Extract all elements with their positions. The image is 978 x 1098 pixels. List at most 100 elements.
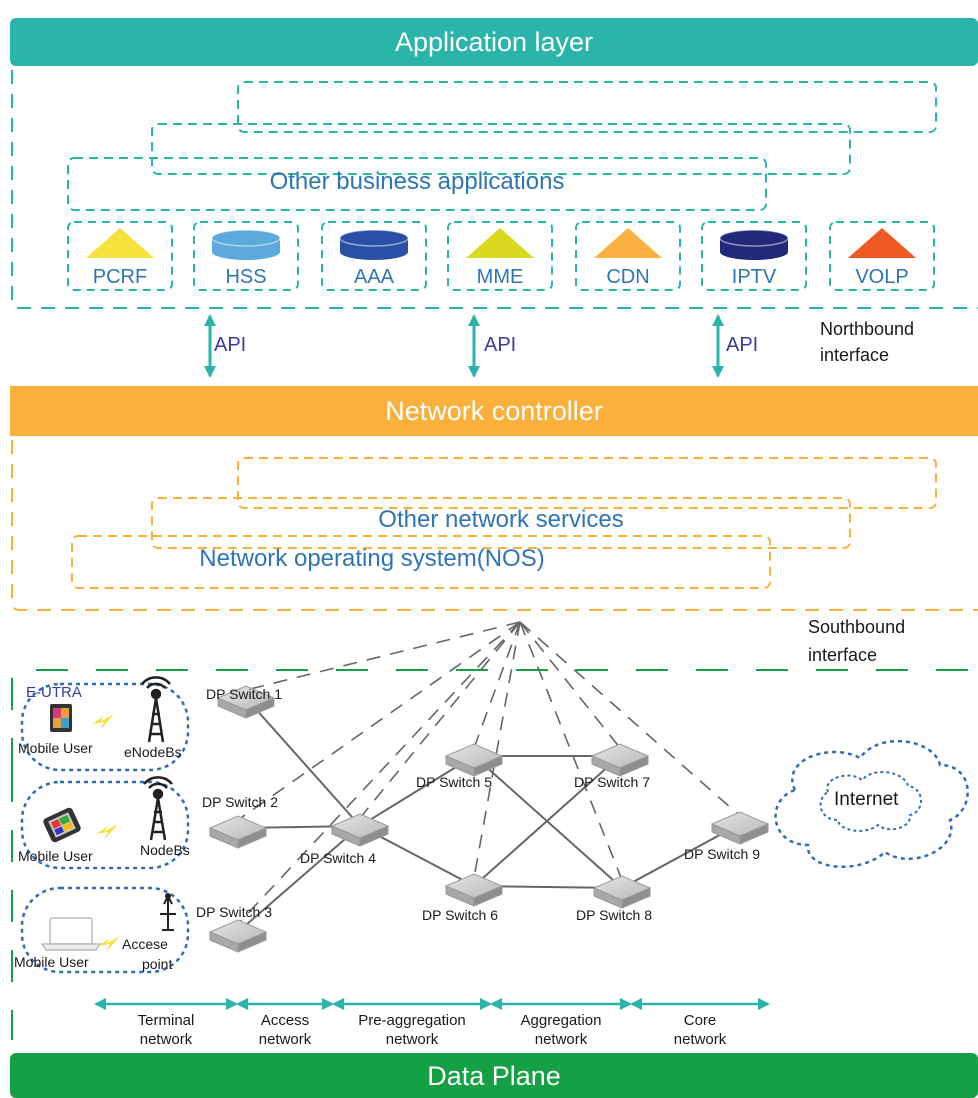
app-label-iptv: IPTV	[731, 266, 777, 288]
lightning-icon	[96, 824, 118, 840]
switch-icon-9	[710, 811, 770, 845]
switch-link-3	[237, 825, 361, 933]
api-label-2: API	[484, 334, 517, 356]
laptop-icon	[40, 917, 102, 951]
switch-icon-4	[330, 813, 390, 847]
app-label-volp: VOLP	[855, 266, 909, 288]
segment-label-2-line-2: network	[258, 1031, 312, 1048]
app-label-hss: HSS	[225, 266, 267, 288]
network-controller-title: Network controller	[385, 396, 603, 426]
southbound-links	[237, 621, 741, 925]
lightning-icon	[98, 936, 120, 952]
switch-label-2: DP Switch 2	[202, 794, 278, 810]
southbound-link-4	[359, 621, 521, 819]
nos-label: Network operating system(NOS)	[199, 545, 545, 572]
other-network-services-label: Other network services	[378, 506, 624, 533]
database-icon	[339, 229, 409, 260]
southbound-link-5	[473, 621, 521, 749]
data-plane-boundary	[11, 669, 978, 1040]
enodebs-label: eNodeBs	[124, 744, 182, 760]
controller-layer-boundary	[11, 440, 978, 611]
segment-label-3-line-2: network	[385, 1031, 439, 1048]
cell-tower-icon	[141, 676, 171, 743]
switch-link-8	[473, 755, 621, 887]
mobile-user-label-3: Mobile User	[14, 954, 89, 970]
southbound-label: Southbound	[808, 617, 906, 637]
segment-label-4-line-2: network	[534, 1031, 588, 1048]
app-label-mme: MME	[476, 266, 524, 288]
segment-label-3-line-1: Pre-aggregation	[358, 1012, 466, 1029]
nodebs-label: NodeBs	[140, 842, 190, 858]
app-label-pcrf: PCRF	[92, 266, 148, 288]
southbound-link-6	[473, 621, 521, 879]
app-box-iptv	[701, 221, 807, 291]
app-box-aaa	[321, 221, 427, 291]
controller-stack-frames	[71, 457, 937, 589]
switch-icon-2	[208, 815, 268, 849]
app-box-mme	[447, 221, 553, 291]
segment-label-4-line-1: Aggregation	[520, 1012, 602, 1029]
switch-icon-6	[444, 873, 504, 907]
southbound-link-7	[519, 621, 621, 749]
database-icon	[719, 229, 789, 260]
database-icon	[211, 229, 281, 260]
segment-label-1-line-2: network	[139, 1031, 193, 1048]
northbound-label: Northbound	[820, 319, 915, 339]
app-boxes	[67, 221, 935, 291]
northbound-interface-label: interface	[820, 345, 890, 365]
switch-icon-7	[590, 743, 650, 777]
segment-label-2-line-1: Access	[260, 1012, 310, 1029]
triangle-icon	[466, 228, 534, 258]
triangle-icon	[86, 228, 154, 258]
switch-label-9: DP Switch 9	[684, 846, 760, 862]
switch-link-1	[245, 697, 361, 827]
api-label-3: API	[726, 334, 759, 356]
app-label-cdn: CDN	[606, 266, 650, 288]
cell-tower-icon	[143, 776, 173, 841]
access-point-icon	[160, 893, 176, 931]
segment-label-5-line-2: network	[673, 1031, 727, 1048]
data-plane-band	[10, 1053, 978, 1098]
switch-label-3: DP Switch 3	[196, 904, 272, 920]
switch-icon-1	[216, 685, 276, 719]
internet-label: Internet	[834, 789, 899, 810]
terminal-group-1	[20, 676, 190, 772]
app-label-aaa: AAA	[353, 266, 395, 288]
data-plane-title: Data Plane	[427, 1061, 561, 1091]
triangle-icon	[848, 228, 916, 258]
internet-cloud	[774, 739, 969, 869]
terminal-group-2	[20, 776, 190, 870]
triangle-icon	[594, 228, 662, 258]
mobile-user-label-2: Mobile User	[18, 848, 93, 864]
switch-label-6: DP Switch 6	[422, 907, 498, 923]
api-label-1: API	[214, 334, 247, 356]
southbound-link-2	[237, 621, 521, 821]
switch-label-4: DP Switch 4	[300, 850, 376, 866]
api-arrows	[204, 314, 724, 378]
southbound-link-9	[519, 621, 741, 817]
lightning-icon	[92, 714, 114, 730]
switch-icon-3	[208, 919, 268, 953]
segment-label-5-line-1: Core	[683, 1012, 717, 1029]
switch-label-8: DP Switch 8	[576, 907, 652, 923]
access-point-label-1: Accese	[122, 936, 168, 952]
switch-links	[237, 697, 741, 933]
southbound-link-3	[237, 621, 521, 925]
southbound-link-1	[245, 621, 521, 691]
app-box-hss	[193, 221, 299, 291]
switch-link-7	[473, 755, 623, 889]
app-stack-frames	[67, 81, 937, 211]
southbound-interface-label: interface	[808, 645, 878, 665]
application-layer-title: Application layer	[394, 27, 594, 57]
other-business-applications-label: Other business applications	[269, 168, 565, 195]
switch-icon-5	[444, 743, 504, 777]
switch-icon-8	[592, 875, 652, 909]
switches	[208, 685, 770, 953]
switch-label-7: DP Switch 7	[574, 774, 650, 790]
segment-label-1-line-1: Terminal	[137, 1012, 195, 1029]
controller-band	[10, 386, 978, 436]
application-layer-boundary	[11, 70, 978, 309]
terminal-group-3	[20, 886, 190, 974]
